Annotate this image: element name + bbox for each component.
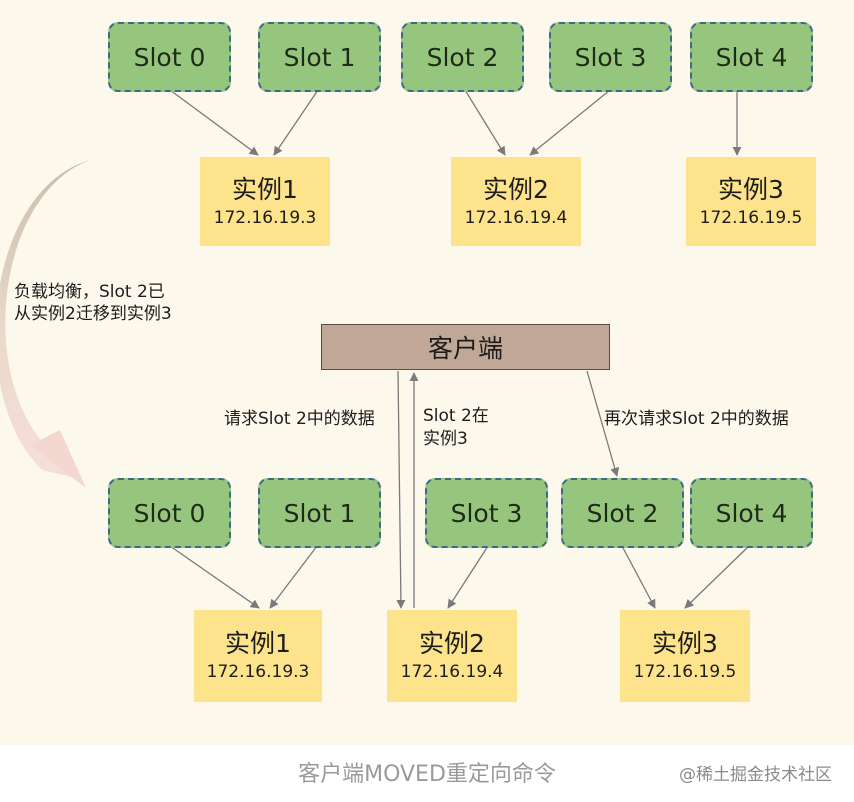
instance-ip: 172.16.19.4 <box>400 662 504 682</box>
moved-reply-label-line-2: 实例3 <box>423 429 468 449</box>
second-request-label: 再次请求Slot 2中的数据 <box>604 409 789 429</box>
watermark: @稀土掘金技术社区 <box>679 765 832 785</box>
bottom-instance-1: 实例1 172.16.19.3 <box>194 610 322 702</box>
top-slot2-to-inst2 <box>464 89 506 156</box>
instance-name: 实例1 <box>225 629 291 658</box>
top-instance-2: 实例2 172.16.19.4 <box>451 157 581 246</box>
client-box: 客户端 <box>321 324 610 370</box>
top-slot-0: Slot 0 <box>108 22 231 92</box>
instance-ip: 172.16.19.3 <box>206 662 310 682</box>
moved-reply-label-line-1: Slot 2在 <box>423 406 489 426</box>
top-slot-1: Slot 1 <box>258 22 381 92</box>
migration-note-line-2: 从实例2迁移到实例3 <box>14 304 172 324</box>
top-slot0-to-inst1 <box>169 89 259 156</box>
instance-ip: 172.16.19.5 <box>699 207 803 228</box>
top-slot3-to-inst2 <box>529 89 611 156</box>
instance-ip: 172.16.19.4 <box>464 207 568 228</box>
instance-name: 实例3 <box>652 629 718 658</box>
bottom-instance-2: 实例2 172.16.19.4 <box>387 610 517 702</box>
bottom-slot-0: Slot 0 <box>108 478 231 548</box>
top-slot-2: Slot 2 <box>401 22 524 92</box>
instance-name: 实例2 <box>483 174 549 204</box>
bot-slot0-to-inst1 <box>169 545 260 609</box>
figure-caption: 客户端MOVED重定向命令 <box>298 762 556 787</box>
migration-note-line-1: 负载均衡，Slot 2已 <box>14 282 165 302</box>
instance-name: 实例1 <box>232 174 298 204</box>
top-slot-4: Slot 4 <box>690 22 813 92</box>
bot-slot1-to-inst1 <box>269 545 318 609</box>
instance-name: 实例2 <box>419 629 485 658</box>
first-request-arrow <box>396 370 406 609</box>
bottom-slot-1: Slot 1 <box>258 478 381 548</box>
second-request-arrow <box>586 370 620 477</box>
bot-slot3-to-inst2 <box>447 545 489 609</box>
bottom-slot-3: Slot 3 <box>425 478 548 548</box>
migration-arrow-head <box>30 430 86 488</box>
instance-name: 实例3 <box>718 174 784 204</box>
diagram-canvas: Slot 0 Slot 1 Slot 2 Slot 3 Slot 4 实例1 1… <box>0 0 854 745</box>
top-slot1-to-inst1 <box>273 89 319 156</box>
bot-slot4-to-inst3 <box>684 545 750 609</box>
instance-ip: 172.16.19.3 <box>213 207 317 228</box>
first-request-label: 请求Slot 2中的数据 <box>224 409 375 429</box>
bottom-slot-4: Slot 4 <box>690 478 813 548</box>
top-instance-1: 实例1 172.16.19.3 <box>200 157 330 246</box>
top-slot-3: Slot 3 <box>549 22 672 92</box>
top-instance-3: 实例3 172.16.19.5 <box>686 157 816 246</box>
bottom-slot-2: Slot 2 <box>561 478 684 548</box>
bottom-instance-3: 实例3 172.16.19.5 <box>620 610 750 702</box>
bot-slot2-to-inst3 <box>621 545 656 609</box>
arrow-layer <box>0 89 750 609</box>
instance-ip: 172.16.19.5 <box>633 662 737 682</box>
